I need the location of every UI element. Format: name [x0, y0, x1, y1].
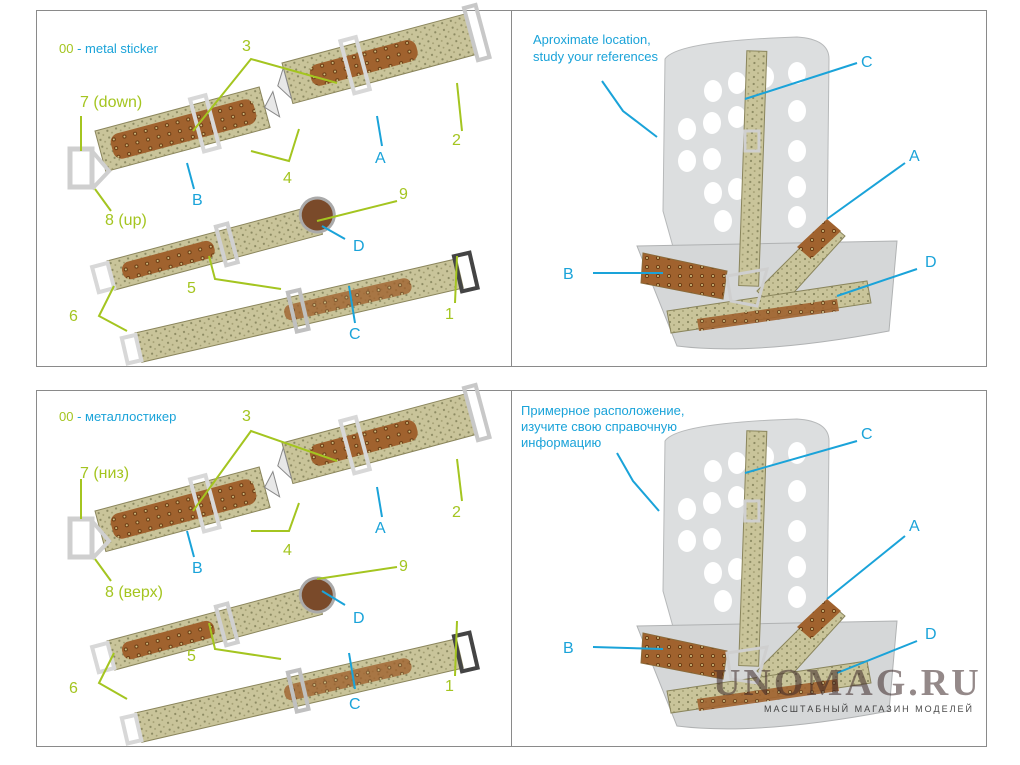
strap-a	[277, 382, 492, 485]
strap-d	[89, 196, 336, 295]
label-d: D	[353, 238, 365, 255]
label-5: 5	[187, 648, 196, 665]
sticker-legend: 00 - металлостикер	[59, 409, 176, 424]
panel-divider	[511, 391, 512, 746]
label-2: 2	[452, 504, 461, 521]
label-5: 5	[187, 280, 196, 297]
seat-illustration	[636, 418, 898, 730]
label-8: 8 (верх)	[105, 584, 163, 601]
panel-english: 00 - metal sticker 3 7 (down) 2 A 4 B 9 …	[36, 2, 987, 367]
watermark-brand: UNOMAG.RU	[713, 662, 982, 704]
seat-label-d: D	[925, 254, 937, 271]
location-note-line-2: изучите свою справочную	[521, 419, 677, 434]
harness-diagram-en: 00 - metal sticker 3 7 (down) 2 A 4 B 9 …	[59, 2, 937, 366]
leaders-green	[80, 429, 463, 700]
label-b: B	[192, 560, 203, 577]
strap-c	[119, 250, 481, 366]
seat-label-a: A	[909, 148, 920, 165]
label-c: C	[349, 696, 361, 713]
label-d: D	[353, 610, 365, 627]
label-6: 6	[69, 308, 78, 325]
label-1: 1	[445, 306, 454, 323]
label-7: 7 (низ)	[80, 465, 129, 482]
seat-label-b: B	[563, 266, 574, 283]
harness-diagram-ru: 00 - металлостикер 3 7 (низ) 2 A 4 B 9 8…	[59, 382, 937, 746]
label-9: 9	[399, 186, 408, 203]
location-note-line-3: информацию	[521, 435, 601, 450]
leaders-blue	[186, 486, 383, 690]
leaders-green	[80, 57, 463, 332]
seat-label-d: D	[925, 626, 937, 643]
label-9: 9	[399, 558, 408, 575]
label-b: B	[192, 192, 203, 209]
label-6: 6	[69, 680, 78, 697]
seat-label-c: C	[861, 426, 873, 443]
label-2: 2	[452, 132, 461, 149]
label-8: 8 (up)	[105, 212, 147, 229]
panel-divider	[511, 11, 512, 366]
strap-a	[277, 2, 492, 105]
seat-label-b: B	[563, 640, 574, 657]
location-note-line-1: Примерное расположение,	[521, 403, 684, 418]
seat-leaders-ru	[592, 440, 918, 674]
label-1: 1	[445, 678, 454, 695]
seat-illustration	[636, 36, 898, 350]
panel-russian: 00 - металлостикер 3 7 (низ) 2 A 4 B 9 8…	[36, 382, 987, 747]
label-4: 4	[283, 170, 292, 187]
strap-b	[94, 466, 281, 553]
label-3: 3	[242, 408, 251, 425]
strap-d	[89, 576, 336, 675]
strap-b	[94, 86, 281, 173]
label-4: 4	[283, 542, 292, 559]
label-a: A	[375, 520, 386, 537]
seat-label-c: C	[861, 54, 873, 71]
leaders-blue	[186, 115, 383, 324]
seat-leaders-en	[593, 62, 918, 297]
label-c: C	[349, 326, 361, 343]
label-3: 3	[242, 38, 251, 55]
sticker-legend: 00 - metal sticker	[59, 41, 159, 56]
location-note-line-1: Aproximate location,	[533, 32, 651, 47]
strap-c	[119, 630, 481, 746]
label-a: A	[375, 150, 386, 167]
seat-label-a: A	[909, 518, 920, 535]
watermark-tagline: МАСШТАБНЫЙ МАГАЗИН МОДЕЛЕЙ	[764, 704, 974, 714]
label-7: 7 (down)	[80, 94, 142, 111]
location-note-line-2: study your references	[533, 49, 659, 64]
